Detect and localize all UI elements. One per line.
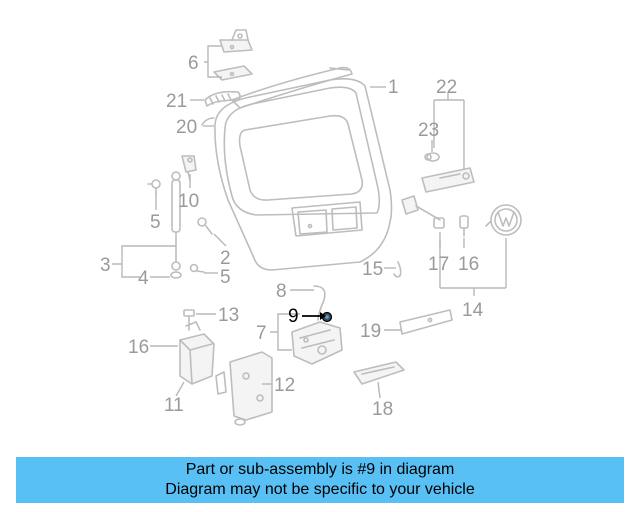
info-banner: Part or sub-assembly is #9 in diagram Di… xyxy=(16,457,624,503)
callout-5-upper: 5 xyxy=(150,212,161,233)
leader-lines xyxy=(112,45,507,399)
ball-stud-upper xyxy=(147,179,161,197)
callout-2: 2 xyxy=(220,248,231,269)
handle-18 xyxy=(353,361,405,385)
callout-14: 14 xyxy=(462,300,484,321)
latch-assembly xyxy=(291,321,343,365)
callout-10: 10 xyxy=(178,191,199,212)
weatherstrip-coil xyxy=(204,90,241,107)
callout-16-left: 16 xyxy=(128,337,149,358)
callout-19: 19 xyxy=(360,321,381,342)
callout-18: 18 xyxy=(372,399,393,420)
callout-9-arrow xyxy=(302,312,326,320)
screw-13 xyxy=(183,309,195,331)
banner-line-part: Part or sub-assembly is #9 in diagram xyxy=(185,461,455,478)
callout-22: 22 xyxy=(436,77,457,98)
callout-15: 15 xyxy=(362,259,383,280)
callout-20: 20 xyxy=(176,117,197,138)
callout-labels: 1 6 21 20 10 5 2 3 4 5 8 9 7 13 16 11 12… xyxy=(100,53,484,420)
banner-line-disclaimer: Diagram may not be specific to your vehi… xyxy=(165,481,475,498)
callout-3: 3 xyxy=(100,255,111,276)
callout-11: 11 xyxy=(164,395,184,416)
trim-strip-20 xyxy=(201,117,215,126)
hinge-upper xyxy=(219,29,253,53)
switch-bulb-23 xyxy=(424,152,440,162)
parts-diagram: 1 6 21 20 10 5 2 3 4 5 8 9 7 13 16 11 12… xyxy=(100,29,522,426)
callout-1: 1 xyxy=(388,77,399,98)
callout-13: 13 xyxy=(218,305,239,326)
ball-stud-lower xyxy=(189,263,205,273)
switch-assembly-22 xyxy=(421,167,475,193)
wire-clip-15 xyxy=(393,261,402,278)
trim-strip-19 xyxy=(399,309,453,335)
washer-4 xyxy=(170,271,182,279)
ball-stud-2 xyxy=(197,217,213,235)
callout-8: 8 xyxy=(276,281,287,302)
spoiler-strip xyxy=(231,66,353,109)
callout-17: 17 xyxy=(428,254,449,275)
callout-23: 23 xyxy=(418,120,439,141)
callout-5-lower: 5 xyxy=(220,267,231,288)
callout-16-right: 16 xyxy=(458,254,479,275)
callout-7: 7 xyxy=(256,323,267,344)
strut-bracket-10 xyxy=(181,155,197,181)
callout-9: 9 xyxy=(288,306,299,327)
callout-6: 6 xyxy=(188,53,199,74)
callout-12: 12 xyxy=(274,375,295,396)
callout-4: 4 xyxy=(138,268,149,289)
socket-16 xyxy=(459,215,469,237)
connector-17 xyxy=(401,195,445,229)
bracket-plate xyxy=(215,351,273,426)
actuator-motor xyxy=(179,321,215,385)
gas-strut xyxy=(171,171,181,271)
hinge-lower xyxy=(213,65,253,81)
emblem xyxy=(485,204,522,236)
callout-21: 21 xyxy=(166,91,187,112)
